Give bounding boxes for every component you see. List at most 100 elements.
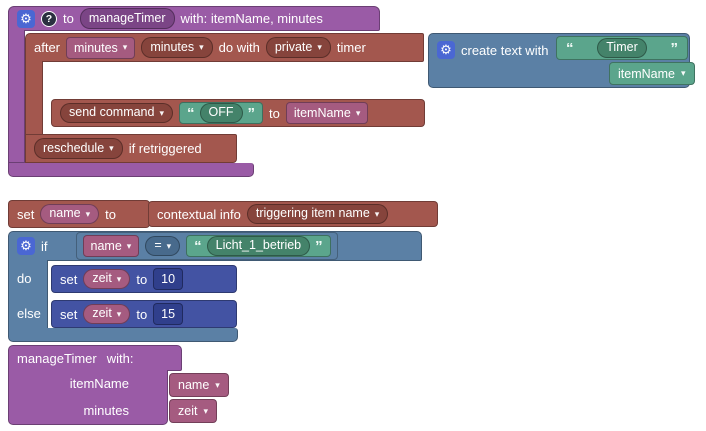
do-label: do	[17, 271, 32, 286]
zeit-variable-dropdown[interactable]: zeit ▾	[83, 268, 131, 290]
dropdown-arrow-icon: ▾	[159, 107, 164, 118]
send-command-block[interactable]: send command ▾ “ OFF ” to itemName ▾	[51, 99, 425, 127]
call-block-header[interactable]: manageTimer with:	[8, 345, 182, 371]
zeit-variable-label: zeit	[92, 306, 112, 321]
arg-label-itemname: itemName	[69, 376, 129, 391]
procedure-block-bottom[interactable]	[8, 163, 254, 177]
contextual-info-dropdown[interactable]: triggering item name ▾	[246, 203, 389, 225]
zeit-variable-label: zeit	[178, 404, 198, 418]
comparison-block[interactable]: name ▾ = ▾ “ Licht_1_betrieb ”	[75, 232, 338, 260]
dropdown-arrow-icon: ▾	[215, 379, 220, 390]
procedure-params-label: with: itemName, minutes	[180, 11, 323, 26]
text-block-off[interactable]: “ OFF ”	[179, 102, 263, 124]
to-label: to	[105, 206, 116, 222]
dropdown-arrow-icon: ▾	[85, 208, 91, 219]
to-label: to	[136, 306, 148, 322]
set-label: set	[60, 271, 78, 287]
dropdown-arrow-icon: ▾	[109, 143, 114, 153]
dropdown-arrow-icon: ▾	[203, 405, 208, 416]
open-quote-icon: “	[194, 237, 202, 255]
if-block-header[interactable]: ⚙ if name ▾ = ▾ “ Licht_1_betrieb ”	[8, 231, 422, 261]
itemname-variable-block[interactable]: itemName ▾	[285, 102, 369, 124]
name-variable-label: name	[90, 239, 122, 253]
call-name-label: manageTimer	[17, 350, 97, 366]
number-block-10[interactable]: 10	[153, 268, 184, 290]
operator-label: =	[154, 238, 162, 253]
minutes-variable-block[interactable]: minutes ▾	[66, 36, 136, 59]
name-variable-dropdown[interactable]: name ▾	[40, 203, 100, 225]
if-label: if	[41, 238, 48, 254]
number-value: 15	[161, 307, 176, 321]
contextual-selection-label: triggering item name	[255, 206, 370, 221]
text-block-timer[interactable]: “ Timer ”	[556, 36, 688, 60]
itemname-variable-label: itemName	[293, 106, 351, 120]
else-label: else	[17, 306, 41, 321]
arg-label-minutes: minutes	[83, 403, 129, 418]
dropdown-arrow-icon: ▾	[126, 240, 132, 251]
name-variable-label: name	[178, 378, 210, 392]
time-units-dropdown[interactable]: minutes ▾	[141, 37, 213, 58]
set-zeit-else-block[interactable]: set zeit ▾ to 15	[51, 300, 237, 328]
timer-scope-dropdown[interactable]: private ▾	[265, 37, 331, 58]
dropdown-arrow-icon: ▾	[355, 107, 361, 118]
after-label: after	[34, 40, 61, 55]
to-label: to	[269, 105, 280, 121]
zeit-variable-block[interactable]: zeit ▾	[169, 399, 217, 423]
do-with-label: do with	[218, 40, 260, 55]
to-label: to	[136, 271, 148, 287]
zeit-variable-label: zeit	[92, 271, 112, 286]
call-block-body[interactable]: itemName minutes	[8, 370, 168, 425]
dropdown-arrow-icon: ▾	[116, 273, 122, 284]
dropdown-arrow-icon: ▾	[166, 240, 172, 251]
contextual-info-label: contextual info	[157, 206, 241, 222]
name-variable-block[interactable]: name ▾	[169, 373, 229, 397]
dropdown-arrow-icon: ▾	[116, 308, 122, 319]
open-quote-icon: “	[566, 39, 574, 57]
mutator-gear-icon[interactable]: ⚙	[437, 41, 455, 59]
set-name-block[interactable]: set name ▾ to	[8, 200, 150, 228]
dropdown-arrow-icon: ▾	[374, 208, 380, 219]
minutes-variable-label: minutes	[74, 40, 118, 55]
if-retriggered-label: if retriggered	[128, 141, 202, 156]
reschedule-dropdown[interactable]: reschedule ▾	[34, 138, 123, 159]
if-block-bottom[interactable]	[8, 328, 238, 342]
timer-block-spine[interactable]	[25, 61, 43, 135]
timer-word-label: timer	[336, 40, 366, 55]
dropdown-arrow-icon: ▾	[317, 42, 322, 52]
set-label: set	[17, 206, 35, 222]
text-block-licht[interactable]: “ Licht_1_betrieb ”	[186, 235, 331, 257]
text-field-timer[interactable]: Timer	[597, 37, 647, 59]
send-command-dropdown[interactable]: send command ▾	[60, 102, 173, 124]
text-field-off[interactable]: OFF	[199, 102, 243, 124]
reschedule-label: reschedule	[43, 140, 105, 155]
if-block-spine[interactable]: do else	[8, 260, 48, 330]
mutator-gear-icon[interactable]: ⚙	[17, 237, 35, 255]
procedure-name-field[interactable]: manageTimer	[79, 8, 175, 29]
to-label: to	[63, 11, 74, 26]
name-variable-block[interactable]: name ▾	[82, 235, 140, 257]
contextual-info-block[interactable]: contextual info triggering item name ▾	[148, 201, 438, 227]
operator-dropdown[interactable]: = ▾	[145, 235, 181, 257]
open-quote-icon: “	[187, 104, 195, 122]
number-block-15[interactable]: 15	[153, 303, 184, 325]
set-zeit-do-block[interactable]: set zeit ▾ to 10	[51, 265, 237, 293]
dropdown-arrow-icon: ▾	[122, 42, 128, 52]
timer-block-header[interactable]: after minutes ▾ minutes ▾ do with privat…	[25, 33, 424, 62]
zeit-variable-dropdown[interactable]: zeit ▾	[83, 303, 131, 325]
itemname-variable-block[interactable]: itemName ▾	[609, 62, 695, 85]
name-variable-label: name	[49, 206, 81, 221]
send-command-label: send command	[69, 105, 155, 120]
procedure-definition-header[interactable]: ⚙ ? to manageTimer with: itemName, minut…	[8, 6, 380, 31]
close-quote-icon: ”	[247, 104, 256, 122]
itemname-variable-label: itemName	[618, 66, 675, 81]
set-label: set	[60, 306, 78, 322]
procedure-block-spine[interactable]	[8, 30, 25, 163]
timer-reschedule-row[interactable]: reschedule ▾ if retriggered	[25, 134, 237, 163]
help-icon[interactable]: ?	[41, 10, 57, 27]
mutator-gear-icon[interactable]: ⚙	[17, 9, 35, 28]
create-text-label: create text with	[461, 43, 549, 58]
close-quote-icon: ”	[670, 39, 678, 57]
text-field-licht[interactable]: Licht_1_betrieb	[206, 235, 311, 257]
time-units-label: minutes	[150, 39, 195, 54]
